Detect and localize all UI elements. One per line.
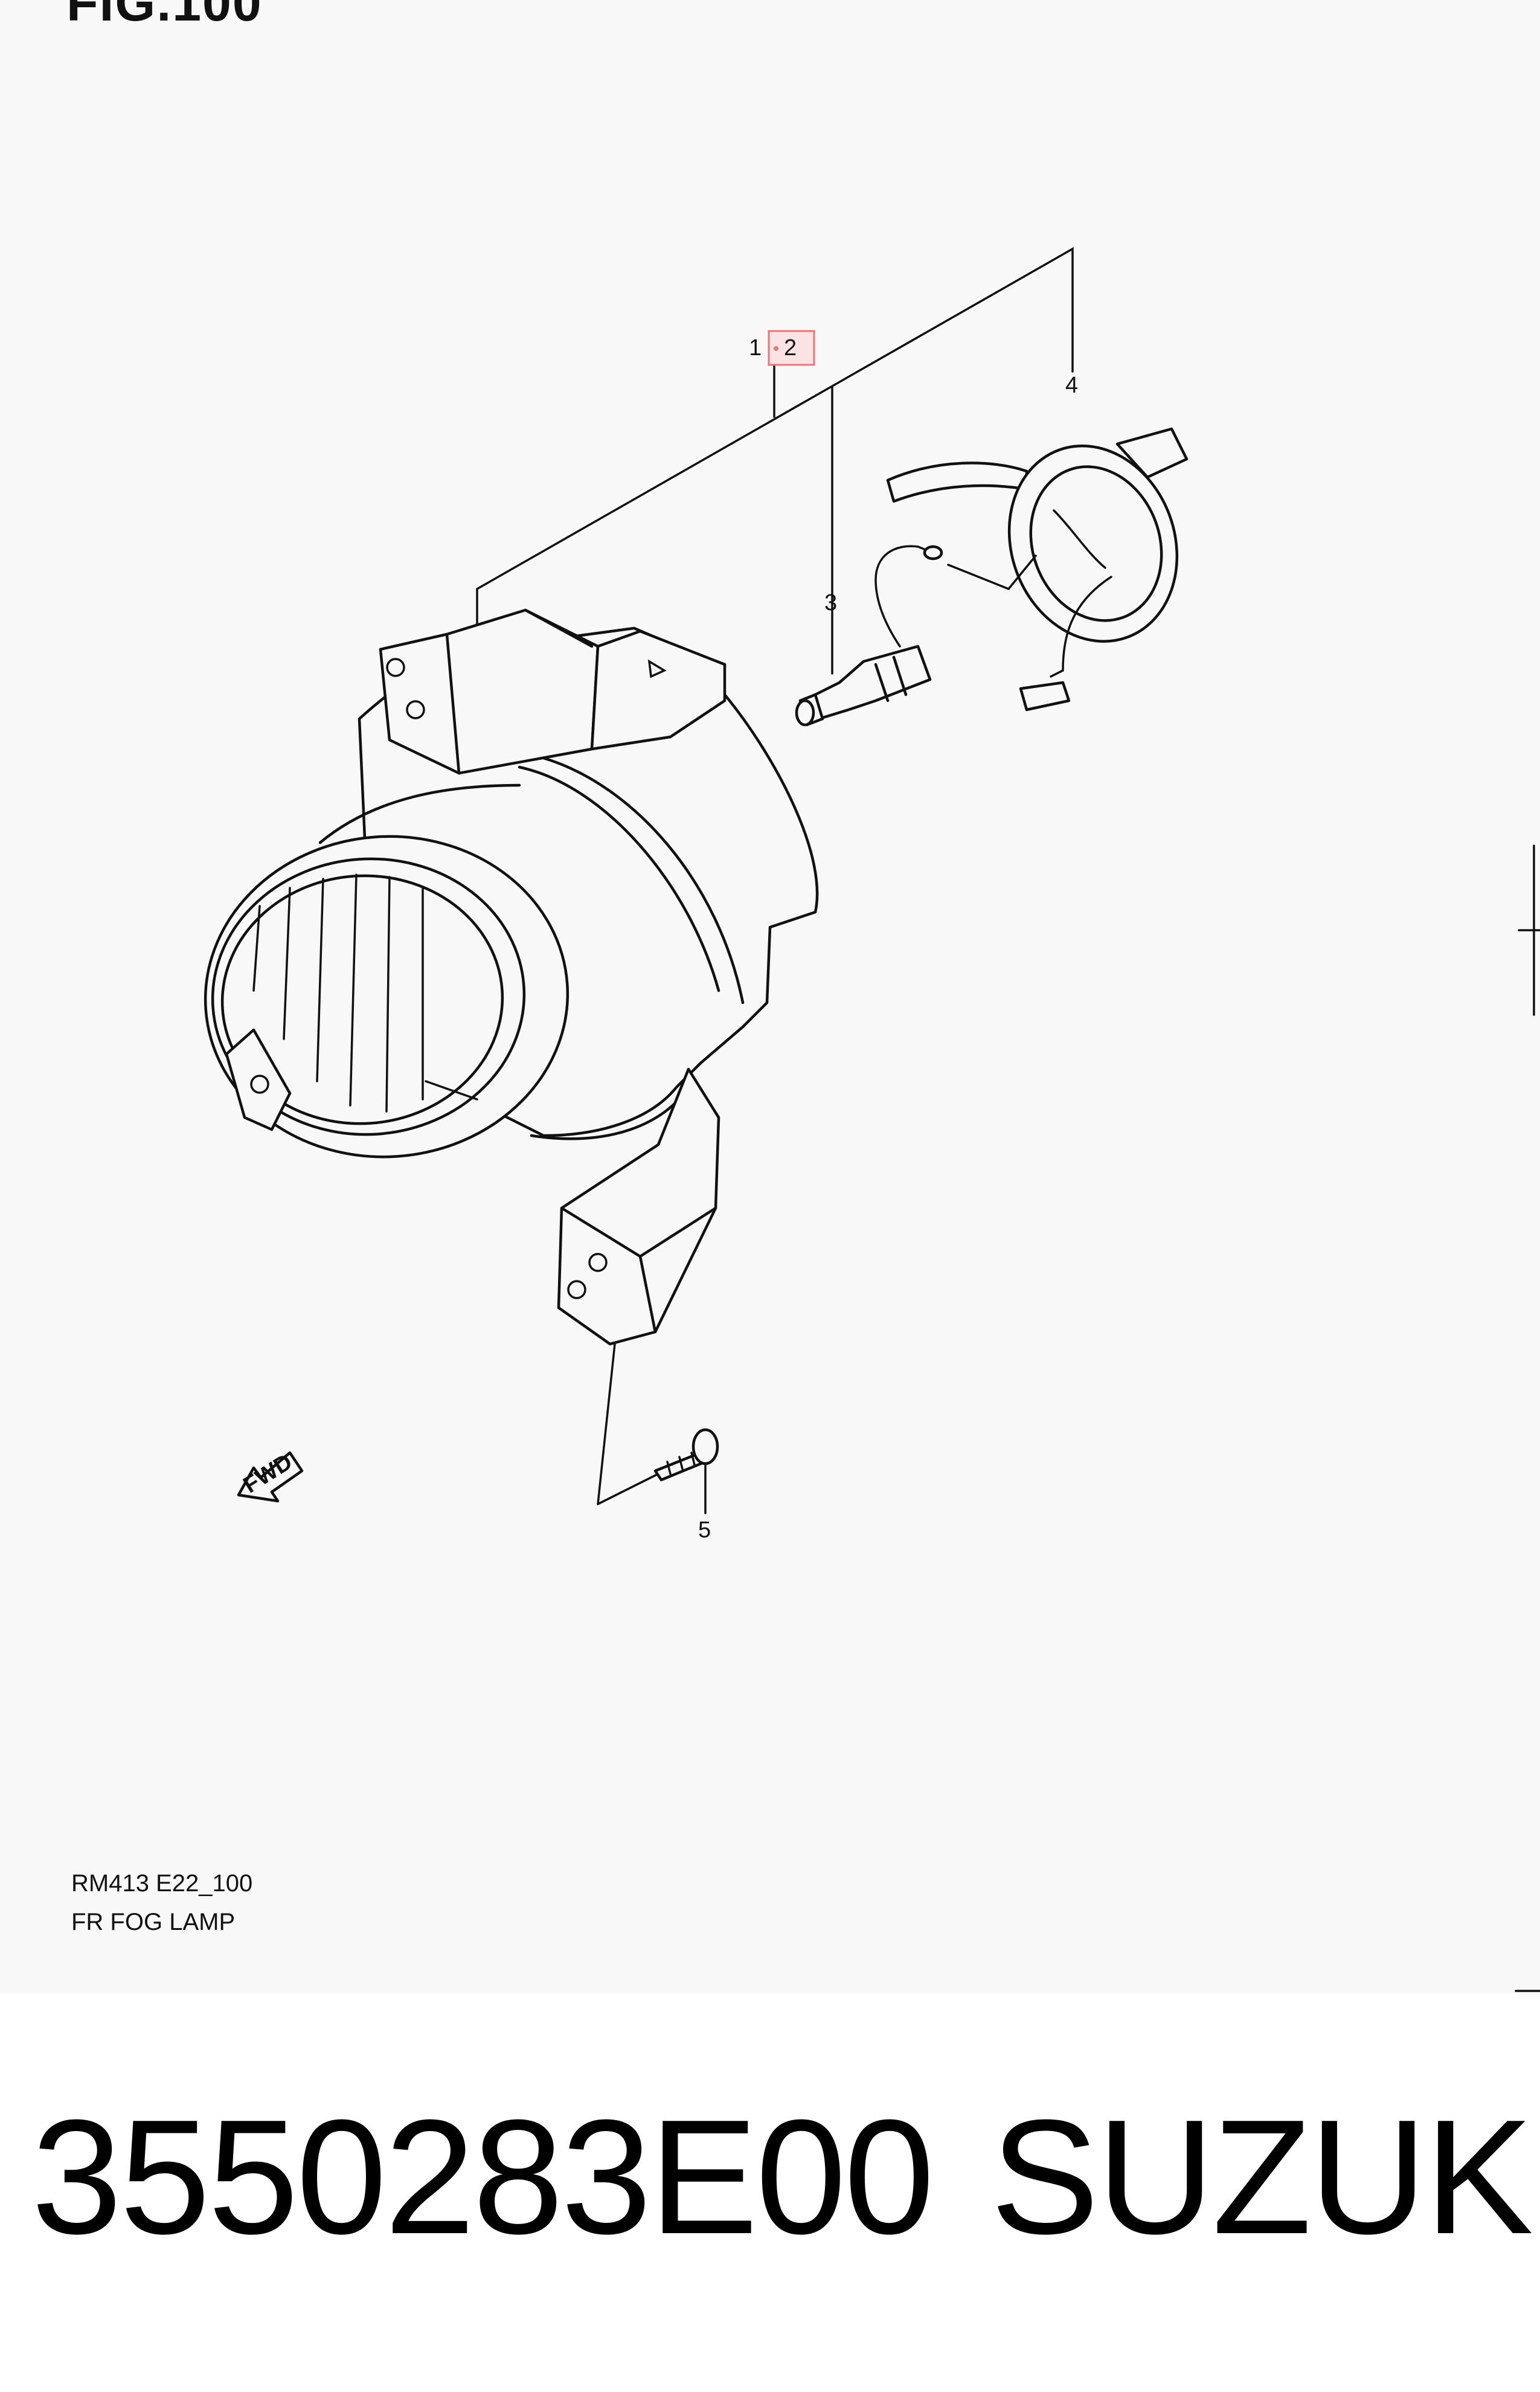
callout-dot-icon	[774, 346, 778, 351]
screw	[653, 1428, 719, 1482]
callout-1: 1	[749, 335, 762, 361]
part-number: 3550283E00	[31, 2086, 935, 2268]
fog-lamp-diagram: FWD 1 2 3 4 5	[204, 246, 1540, 1992]
bulb	[795, 545, 943, 727]
fwd-arrow-icon: FWD	[237, 1449, 304, 1503]
brand-name: SUZUKI	[990, 2086, 1540, 2268]
caption-code: RM413 E22_100	[71, 1870, 253, 1897]
callout-5: 5	[698, 1517, 711, 1543]
callouts: 1 2 3 4 5	[698, 330, 1078, 1543]
figure-title: FIG.100	[66, 0, 263, 32]
socket-wire	[886, 427, 1189, 712]
callout-3: 3	[824, 590, 837, 616]
callout-2: 2	[784, 335, 797, 361]
edge-marks	[1515, 844, 1540, 1992]
callout-4: 4	[1065, 373, 1078, 398]
figure-caption: RM413 E22_100 FR FOG LAMP	[71, 1864, 252, 1941]
fog-lamp-assembly	[204, 608, 819, 1346]
caption-name: FR FOG LAMP	[71, 1909, 236, 1935]
footer	[0, 1993, 1540, 2392]
